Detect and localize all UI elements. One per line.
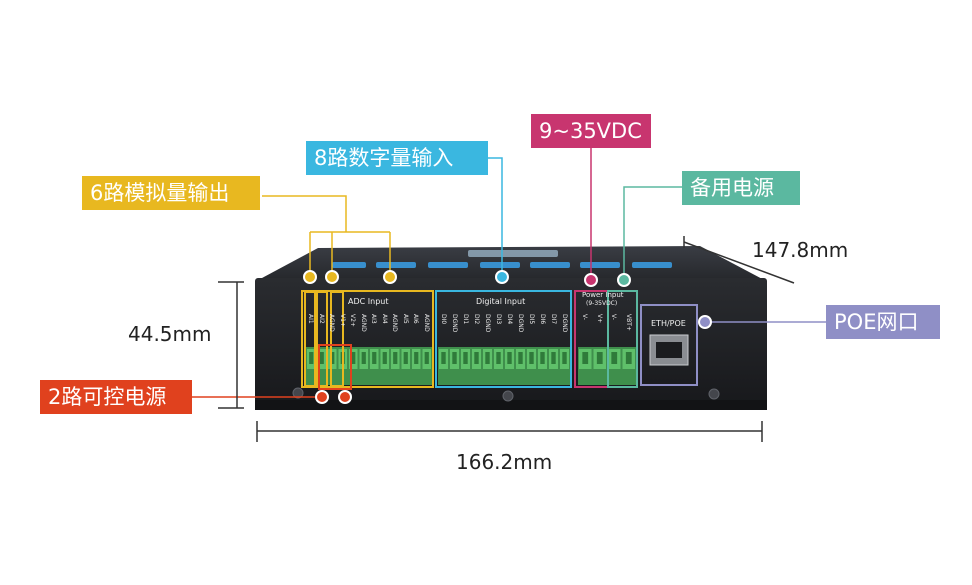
adc-pin-label: AGND [359, 314, 367, 332]
analog-output-frame-2 [316, 291, 328, 387]
digital-screw [452, 352, 457, 364]
adc-pin-label: AGND [422, 314, 430, 332]
digital-screw [529, 352, 534, 364]
controlled-power-frame [318, 344, 352, 390]
analog-output-frame-3 [330, 291, 344, 387]
digital-screw [562, 352, 567, 364]
digital-screw [463, 352, 468, 364]
digital-pin-label: DI5 [527, 314, 535, 325]
power-pin-label: V- [610, 314, 618, 320]
adc-screw [319, 352, 324, 364]
ethernet-port-label: ETH/POE [651, 319, 686, 328]
adc-screw [330, 352, 335, 364]
depth-dimension-label: 147.8mm [752, 238, 849, 262]
digital-input-label: Digital Input [476, 297, 526, 306]
adc-screw [361, 352, 366, 364]
digital-pin-label: DI2 [472, 314, 480, 325]
power-range-callout: 9~35VDC [531, 114, 651, 148]
ethernet-port-housing [640, 304, 698, 386]
digital-pin-label: DI3 [494, 314, 502, 325]
marker-dots [303, 270, 712, 404]
adc-pin-label: AGND [328, 314, 336, 332]
dimension-lines [218, 236, 795, 442]
adc-screw [393, 352, 398, 364]
device-base [255, 400, 767, 410]
power-pin-label: V+ [595, 314, 603, 324]
digital-screw [496, 352, 501, 364]
terminal-blocks [306, 347, 636, 385]
digital-screw [485, 352, 490, 364]
digital-pin-label: DGND [560, 314, 568, 333]
adc-screw [414, 352, 419, 364]
mounting-screws [292, 387, 720, 402]
adc-pin-label: AGND [391, 314, 399, 332]
analog-output-callout: 6路模拟量输出 [82, 176, 260, 210]
power-screw [582, 352, 589, 364]
controlled-power-callout: 2路可控电源 [40, 380, 192, 414]
adc-input-frame [301, 290, 434, 388]
power-input-label: Power Input [582, 291, 624, 299]
power-input-sublabel: (9-35VDC) [586, 300, 618, 307]
adc-pin-label: AI2 [317, 314, 325, 324]
adc-screw [351, 352, 356, 364]
adc-pin-label: V2+ [349, 314, 357, 327]
adc-screw [372, 352, 377, 364]
status-led-strip [332, 250, 672, 268]
power-pin-label: VBT+ [624, 314, 632, 331]
rj45-opening [656, 342, 682, 358]
digital-pin-label: DI1 [461, 314, 469, 325]
power-pin-label: V- [581, 314, 589, 320]
height-dimension-label: 44.5mm [128, 322, 212, 346]
digital-pin-label: DI0 [439, 314, 447, 325]
digital-screw [518, 352, 523, 364]
adc-pin-label: AI5 [401, 314, 409, 324]
digital-screw [507, 352, 512, 364]
backup-power-callout: 备用电源 [682, 171, 800, 205]
power-screw [596, 352, 603, 364]
adc-screw [382, 352, 387, 364]
power-screw [611, 352, 618, 364]
leader-lines [190, 148, 826, 398]
adc-screw [403, 352, 408, 364]
adc-pin-label: AI4 [380, 314, 388, 324]
digital-input-frame [435, 290, 572, 388]
digital-pin-label: DI4 [505, 314, 513, 325]
digital-pin-label: DI6 [538, 314, 546, 325]
adc-screw [309, 352, 314, 364]
width-dimension-label: 166.2mm [456, 450, 553, 474]
digital-pin-label: DGND [450, 314, 458, 333]
digital-screw [540, 352, 545, 364]
adc-pin-label: AI3 [370, 314, 378, 324]
digital-pin-label: DI7 [549, 314, 557, 325]
analog-output-frame-1 [304, 291, 316, 387]
adc-screw [424, 352, 429, 364]
digital-screw [551, 352, 556, 364]
adc-input-label: ADC Input [348, 297, 389, 306]
digital-input-callout: 8路数字量输入 [306, 141, 488, 175]
digital-screw [474, 352, 479, 364]
digital-pin-label: DGND [483, 314, 491, 333]
digital-pin-label: DGND [516, 314, 524, 333]
poe-port-callout: POE网口 [826, 305, 940, 339]
adc-pin-label: AI6 [412, 314, 420, 324]
power-screw [625, 352, 632, 364]
digital-screw [441, 352, 446, 364]
adc-pin-label: V1+ [338, 314, 346, 327]
digital-base [438, 347, 570, 385]
backup-power-frame [607, 290, 638, 388]
adc-pin-label: AI1 [307, 314, 315, 324]
